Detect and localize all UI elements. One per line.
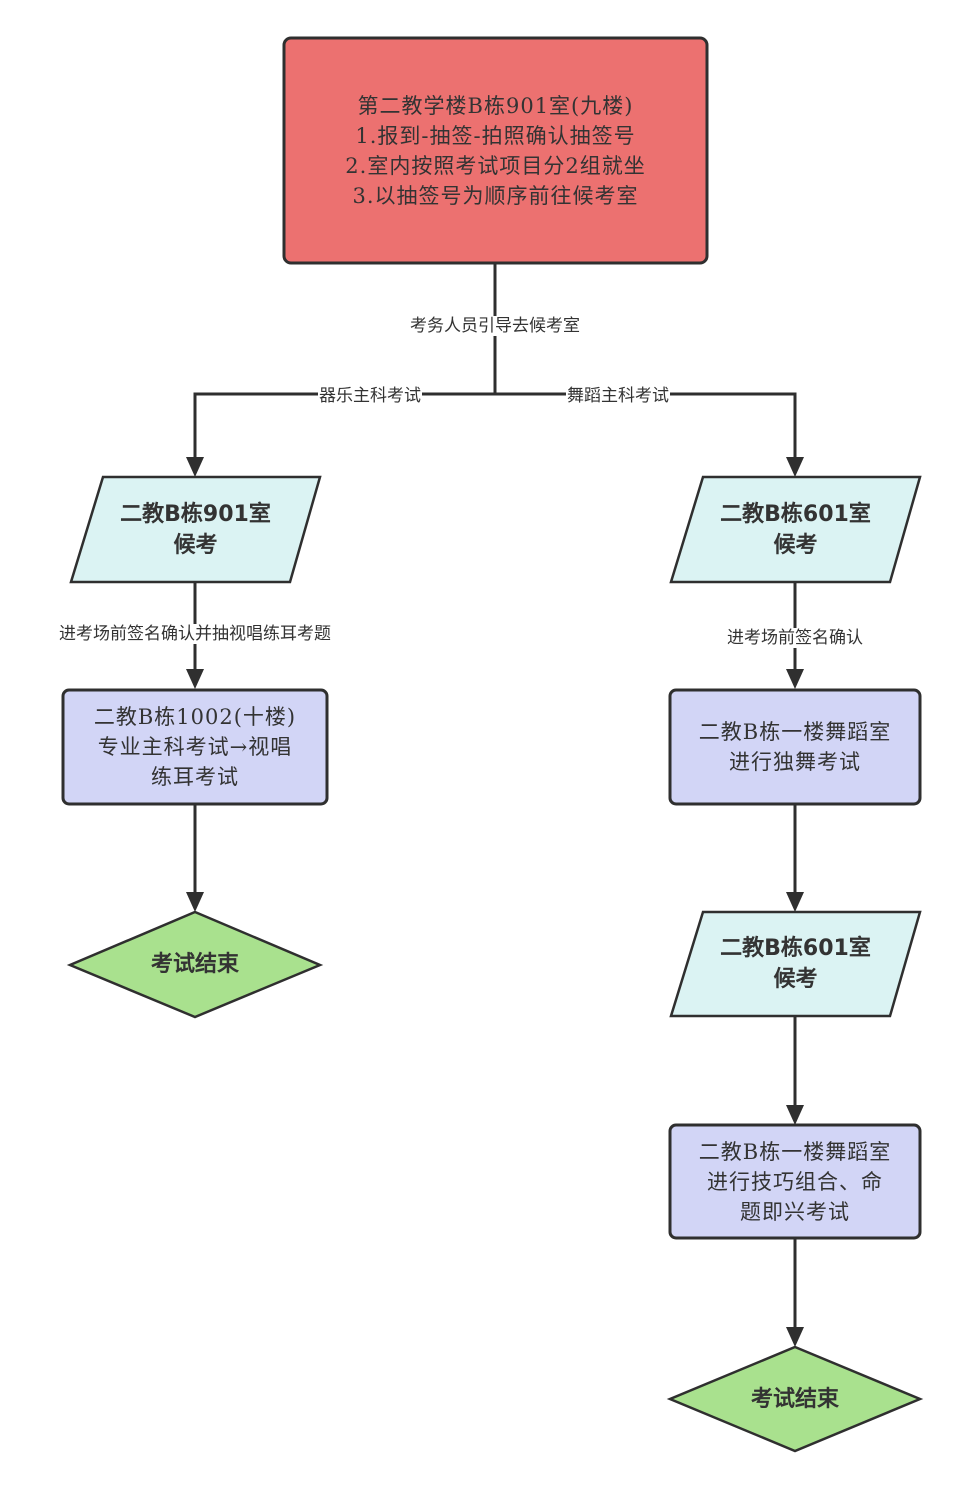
edge-label-dance: 舞蹈主科考试 (566, 386, 670, 406)
arrowhead-icon (786, 1105, 804, 1125)
arrowhead-icon (186, 892, 204, 912)
arrowhead-icon (786, 457, 804, 477)
node-right-wait2[interactable] (669, 910, 922, 1018)
arrowhead-icon (786, 1327, 804, 1347)
node-left-wait[interactable] (69, 475, 322, 584)
node-right-wait1[interactable] (669, 475, 922, 584)
node-right-exam2[interactable] (668, 1123, 922, 1240)
arrowhead-icon (786, 669, 804, 689)
node-right-end[interactable] (666, 1345, 924, 1453)
node-left-end[interactable] (66, 910, 324, 1019)
arrowhead-icon (786, 892, 804, 912)
node-start[interactable] (282, 36, 709, 265)
node-left-exam[interactable] (61, 688, 329, 806)
edge-label-guide: 考务人员引导去候考室 (409, 316, 581, 336)
node-right-exam1[interactable] (668, 688, 922, 806)
arrowhead-icon (186, 669, 204, 689)
edge-label-instrumental: 器乐主科考试 (318, 386, 422, 406)
edge-label-left-signin: 进考场前签名确认并抽视唱练耳考题 (58, 624, 332, 644)
arrowhead-icon (186, 457, 204, 477)
edge-label-right-signin: 进考场前签名确认 (726, 628, 864, 648)
